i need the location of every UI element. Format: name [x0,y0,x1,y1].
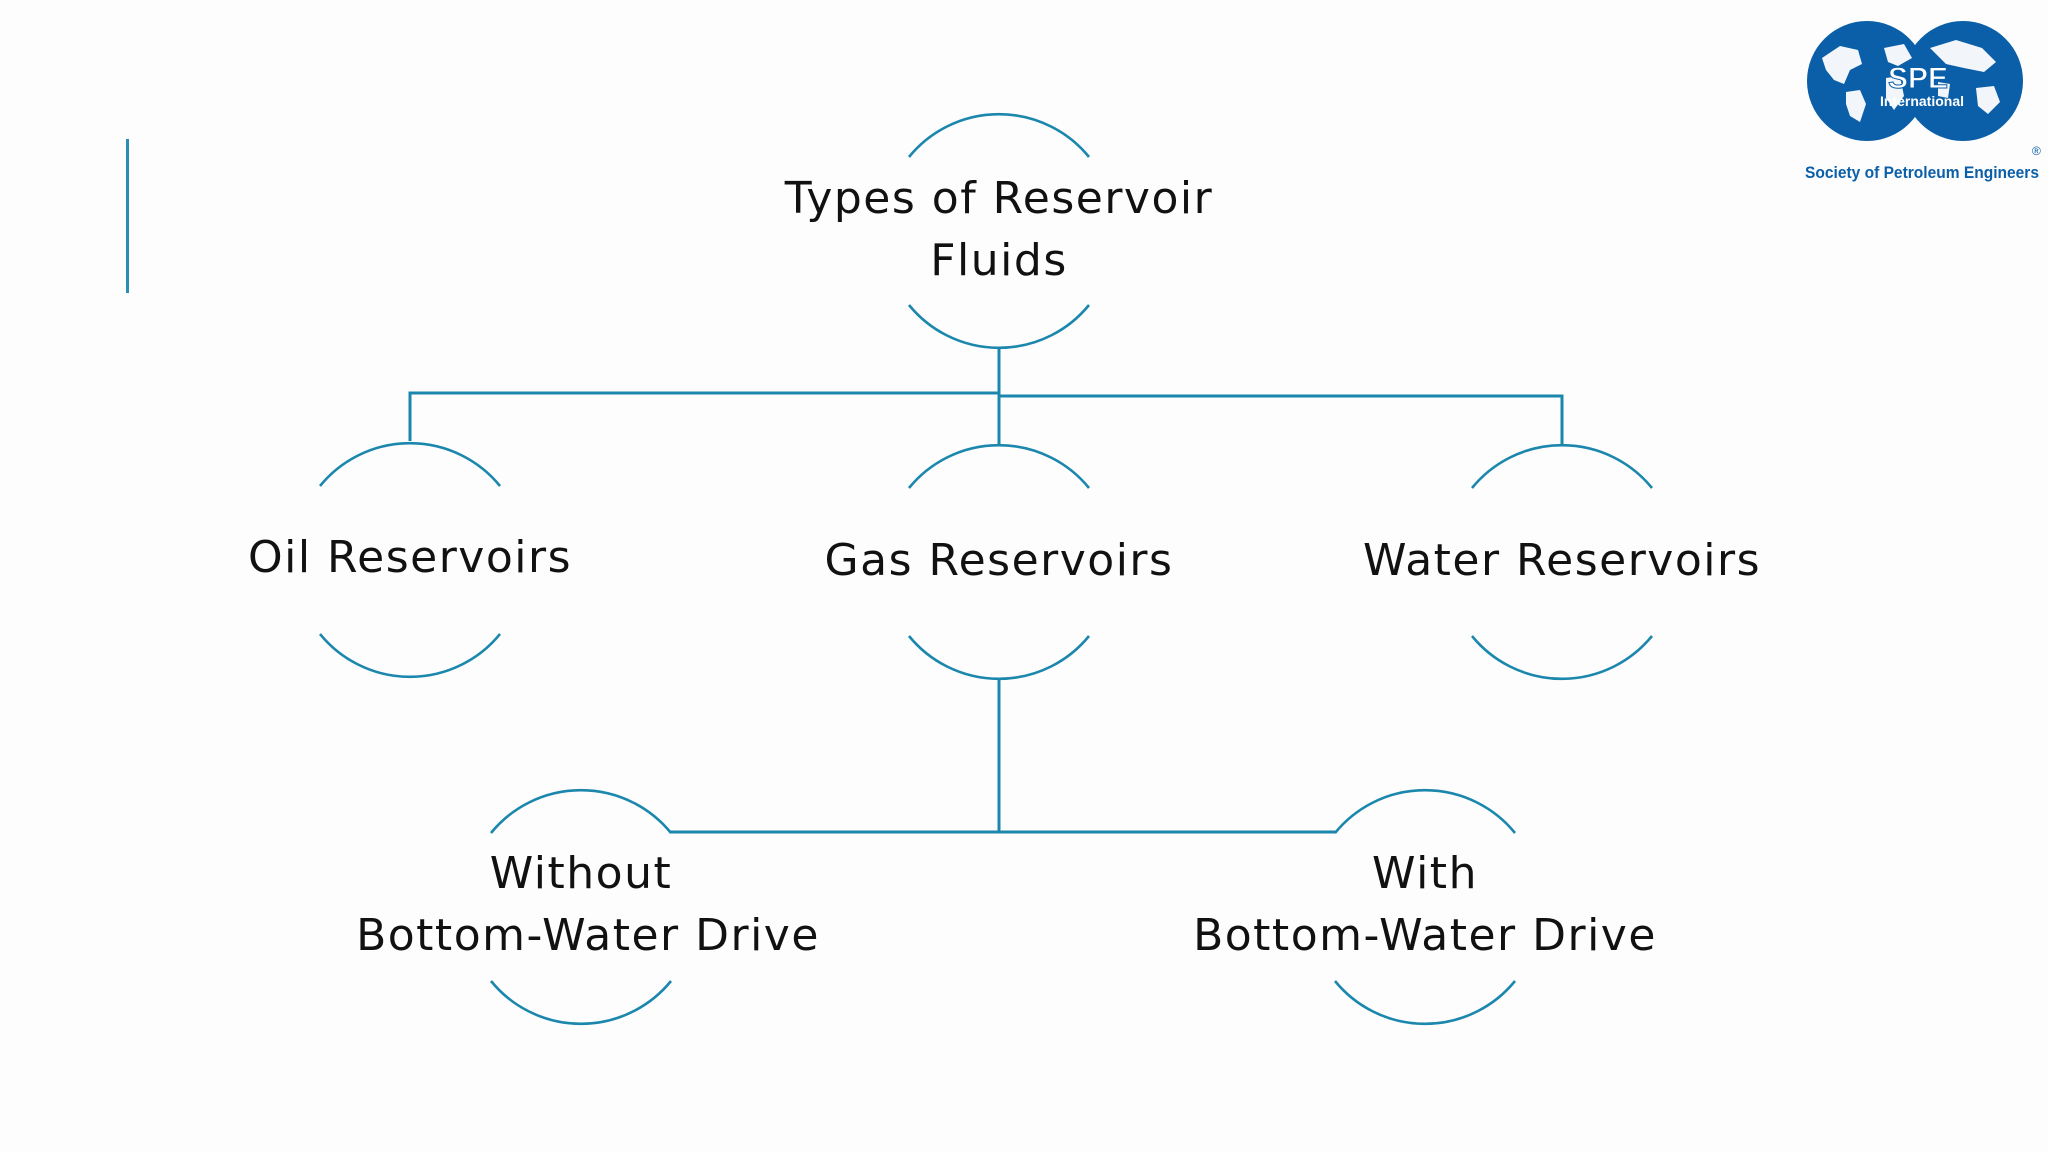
logo-org: Society of Petroleum Engineers [1805,163,2039,182]
continents-icon [1822,40,2000,122]
node-arc-top [318,441,502,487]
with-label-line1: With [1372,848,1478,899]
node-types-of-reservoir-fluids: Types of Reservoir Fluids [784,112,1213,350]
water-reservoirs-label: Water Reservoirs [1363,535,1761,586]
registered-mark-icon: ® [2032,144,2041,158]
node-arc-top [489,788,673,834]
connectors [408,348,1564,834]
node-water-reservoirs: Water Reservoirs [1363,443,1761,681]
node-oil-reservoirs: Oil Reservoirs [248,441,572,679]
accent-bar [126,139,129,293]
without-label-line2: Bottom-Water Drive [356,910,820,961]
node-arc-top [1333,788,1517,834]
node-arc-top [907,112,1091,158]
node-arc-top [1470,443,1654,489]
node-arc-top [907,443,1091,489]
node-arc-bottom [907,304,1091,350]
logo-brand: SPE [1888,62,1948,95]
node-arc-bottom [489,980,673,1026]
connector-root-oil-gas [408,391,1001,445]
node-arc-bottom [1333,980,1517,1026]
node-with-bottom-water-drive: With Bottom-Water Drive [1193,788,1657,1026]
node-without-bottom-water-drive: Without Bottom-Water Drive [356,788,820,1026]
node-arc-bottom [907,635,1091,681]
oil-reservoirs-label: Oil Reservoirs [248,532,572,583]
logo-sub: International [1880,93,1964,109]
root-label-line1: Types of Reservoir [784,173,1213,224]
node-arc-bottom [318,633,502,679]
with-label-line2: Bottom-Water Drive [1193,910,1657,961]
without-label-line1: Without [490,848,672,899]
connector-root-water [999,394,1564,445]
root-label-line2: Fluids [930,235,1068,286]
node-arc-bottom [1470,635,1654,681]
spe-logo: SPE International ® Society of Petroleum… [1805,21,2041,182]
gas-reservoirs-label: Gas Reservoirs [825,535,1174,586]
node-gas-reservoirs: Gas Reservoirs [825,443,1174,681]
